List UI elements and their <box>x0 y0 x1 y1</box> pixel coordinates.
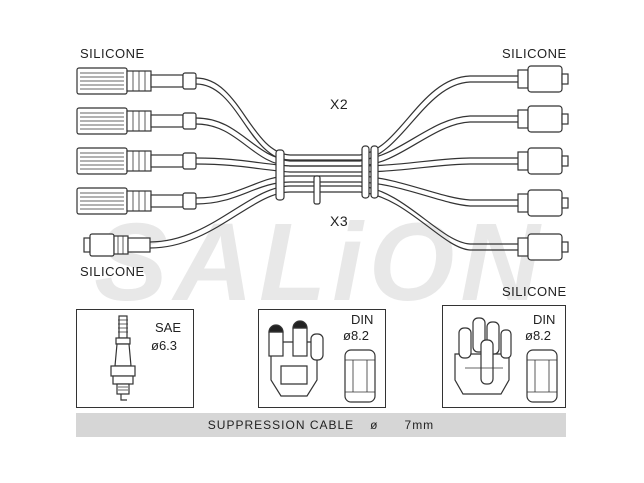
footer-bar: SUPPRESSION CABLE ø 7mm <box>76 413 566 437</box>
sae-name: SAE <box>155 320 182 335</box>
distributor-cap-icon <box>268 320 324 397</box>
right-connectors <box>517 65 569 261</box>
watermark-text: SALiON <box>94 201 546 324</box>
label-silicone-right-mid: SILICONE <box>502 284 567 299</box>
din-center-size: ø8.2 <box>343 328 370 343</box>
din-right-name: DIN <box>533 312 556 327</box>
sae-size: ø6.3 <box>151 338 178 353</box>
din-right-size: ø8.2 <box>525 328 552 343</box>
footer-text: SUPPRESSION CABLE <box>207 418 355 432</box>
spark-plug-icon <box>110 315 136 401</box>
footer-diameter-symbol: ø <box>370 418 379 432</box>
din-terminal-icon <box>344 349 376 403</box>
label-silicone-top-left: SILICONE <box>80 46 145 61</box>
panel-din-center: DIN ø8.2 <box>258 309 386 408</box>
cable-separators <box>275 145 379 205</box>
footer-value: 7mm <box>404 418 435 432</box>
cable-lines <box>149 75 518 251</box>
din-terminal-right-icon <box>526 349 558 403</box>
din-center-name: DIN <box>351 312 374 327</box>
boot-ribs <box>80 71 146 254</box>
label-silicone-bottom-left: SILICONE <box>80 264 145 279</box>
label-x2: X2 <box>330 96 349 112</box>
label-silicone-top-right: SILICONE <box>502 46 567 61</box>
distributor-cap-multi-icon <box>454 317 512 395</box>
panel-din-right: DIN ø8.2 <box>442 305 566 408</box>
panel-sae: SAE ø6.3 <box>76 309 194 408</box>
label-x3: X3 <box>330 213 349 229</box>
